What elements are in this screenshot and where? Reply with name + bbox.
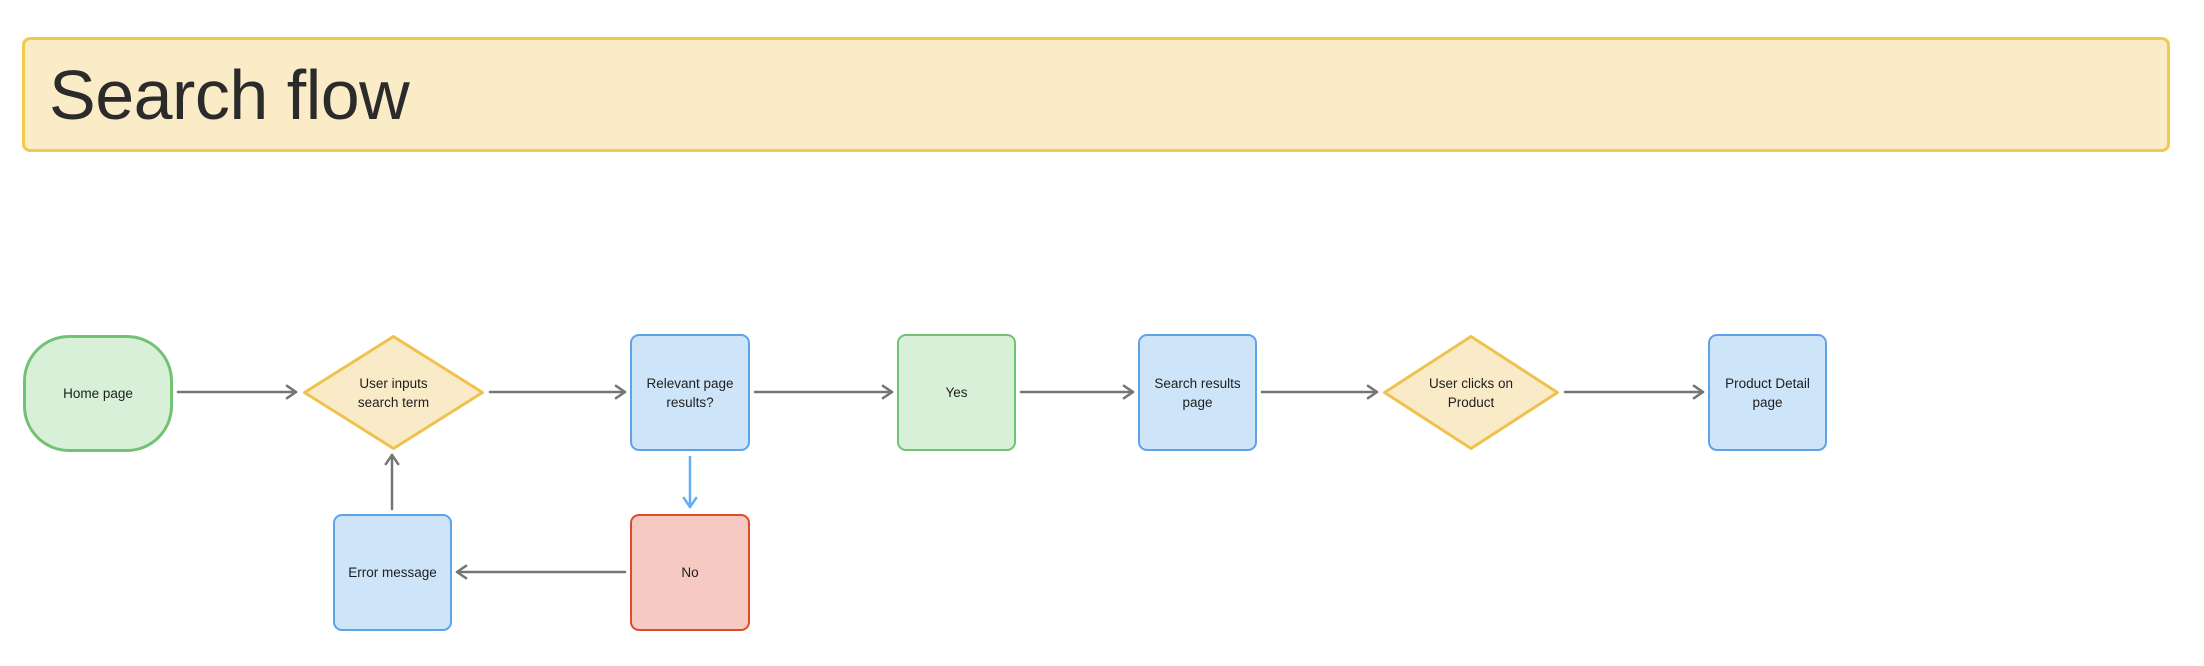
node-product-detail-page[interactable]: Product Detail page [1708, 334, 1827, 451]
node-label: Yes [945, 385, 968, 400]
arrowhead-icon [1692, 384, 1705, 400]
edge-search-results-to-clicks[interactable] [1260, 384, 1379, 400]
arrowhead-icon [614, 384, 627, 400]
title-section[interactable]: Search flow [22, 37, 2170, 152]
edge-yes-to-search-results[interactable] [1019, 384, 1135, 400]
arrowhead-icon [881, 384, 894, 400]
edge-relevant-to-yes[interactable] [753, 384, 894, 400]
arrowhead-icon [285, 384, 298, 400]
node-label: Search results page [1154, 375, 1241, 410]
arrowhead-icon [384, 453, 400, 466]
node-yes[interactable]: Yes [897, 334, 1016, 451]
node-error-message[interactable]: Error message [333, 514, 452, 631]
page-title: Search flow [49, 55, 410, 134]
edge-relevant-to-no[interactable] [682, 455, 698, 509]
node-label: Home page [63, 386, 133, 401]
node-label: Product Detail page [1725, 375, 1810, 410]
diamond-shape [303, 335, 484, 450]
node-label: User inputs search term [357, 375, 430, 410]
arrowhead-icon [1122, 384, 1135, 400]
node-relevant-page-results[interactable]: Relevant page results? [630, 334, 750, 451]
node-label: User clicks on Product [1428, 375, 1514, 410]
arrowhead-icon [682, 496, 698, 509]
arrowhead-icon [455, 564, 468, 580]
edge-home-to-user-inputs[interactable] [176, 384, 298, 400]
node-label: Error message [348, 565, 437, 580]
arrowhead-icon [1366, 384, 1379, 400]
edge-clicks-to-product-detail[interactable] [1563, 384, 1705, 400]
node-label: Relevant page results? [646, 375, 734, 410]
edge-error-to-user-inputs[interactable] [384, 453, 400, 511]
node-label: No [681, 565, 699, 580]
node-no[interactable]: No [630, 514, 750, 631]
diamond-shape [1383, 335, 1559, 450]
node-user-clicks-on-product[interactable]: User clicks on Product [1382, 334, 1560, 451]
edge-no-to-error[interactable] [455, 564, 627, 580]
node-search-results-page[interactable]: Search results page [1138, 334, 1257, 451]
node-user-inputs-search-term[interactable]: User inputs search term [302, 334, 485, 451]
edge-user-inputs-to-relevant[interactable] [488, 384, 627, 400]
node-home-page[interactable]: Home page [23, 335, 173, 452]
